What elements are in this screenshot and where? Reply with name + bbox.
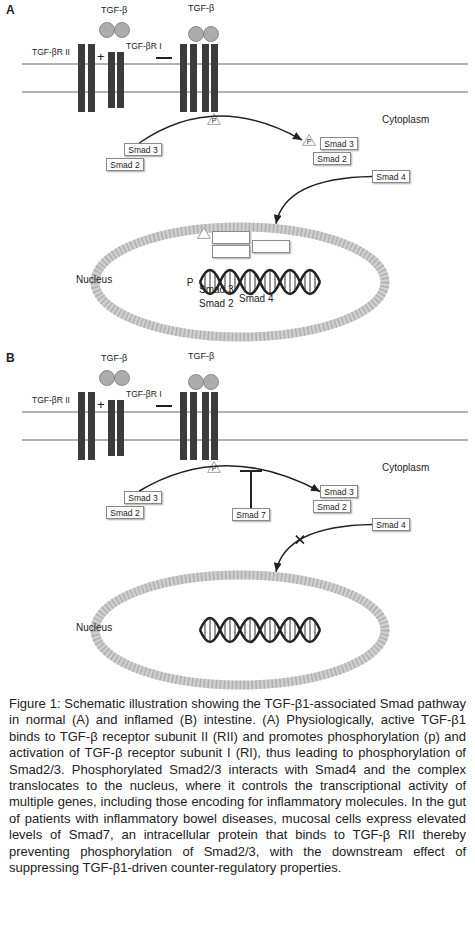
protein-box: Smad 3	[320, 137, 358, 150]
protein-box: Smad 3	[212, 231, 250, 244]
dna-helix	[200, 618, 320, 642]
protein-box: Smad 3	[124, 491, 162, 504]
triangle-shape	[208, 114, 221, 125]
nucleus-texture	[95, 575, 385, 685]
triangle-shape	[303, 135, 316, 146]
protein-box: Smad 2	[313, 152, 351, 165]
label-text: TGF-βR I	[126, 390, 162, 399]
node-text: P	[207, 117, 221, 125]
node-text: Smad 4	[376, 172, 405, 182]
connector-arrow	[276, 525, 372, 572]
protein-box: Smad 4	[372, 518, 410, 531]
protein-box: Smad 4	[252, 240, 290, 253]
label-text: TGF-β	[188, 352, 214, 362]
protein-box: Smad 2	[106, 158, 144, 171]
phospho-triangle: P	[302, 134, 316, 146]
node-text: Smad 7	[236, 510, 265, 520]
triangle-outline	[197, 227, 211, 239]
label-text: TGF-β	[101, 354, 127, 364]
label-text: Cytoplasm	[382, 462, 429, 473]
node-text: Nucleus	[76, 274, 112, 285]
label-text: A	[6, 4, 15, 17]
node-text: Smad 3	[324, 139, 353, 149]
label-text: B	[6, 352, 15, 365]
node-text: Smad 4	[376, 520, 405, 530]
node-text: Smad 2	[110, 508, 139, 518]
membrane-group	[22, 23, 468, 113]
dna-helix	[200, 270, 320, 294]
phospho-triangle: P	[197, 227, 211, 239]
nucleus-ring	[95, 227, 385, 337]
inhibition-stem	[250, 471, 252, 508]
node-text: Smad 3	[324, 487, 353, 497]
protein-box: Smad 2	[313, 500, 351, 513]
protein-box: Smad 3	[124, 143, 162, 156]
label-text: +	[97, 398, 105, 412]
protein-box: Smad 2	[106, 506, 144, 519]
block-cross	[296, 536, 304, 544]
nucleus-ring	[95, 575, 385, 685]
membrane-group	[22, 371, 468, 461]
node-text: Smad 3	[199, 284, 233, 295]
node-text: P	[207, 465, 221, 473]
protein-box: Smad 7	[232, 508, 270, 521]
protein-box: Smad 3	[320, 485, 358, 498]
node-text: Smad 3	[128, 145, 157, 155]
node-text: Smad 2	[317, 502, 346, 512]
node-text: P	[302, 138, 316, 146]
label-text: TGF-βR II	[32, 396, 70, 405]
phospho-triangle: P	[207, 113, 221, 125]
node-text: Smad 2	[110, 160, 139, 170]
protein-box: Smad 2	[212, 245, 250, 258]
node-text: Smad 4	[239, 293, 273, 304]
label-text: Cytoplasm	[382, 114, 429, 125]
label-text: TGF-β	[188, 4, 214, 14]
label-text: TGF-βR II	[32, 48, 70, 57]
triangle-shape	[208, 462, 221, 473]
figure-caption: Figure 1: Schematic illustration showing…	[9, 696, 466, 876]
node-text: Smad 2	[199, 298, 233, 309]
node-text: Nucleus	[76, 622, 112, 633]
connector-arrow	[139, 116, 302, 143]
protein-box: Smad 4	[372, 170, 410, 183]
node-text: Smad 2	[317, 154, 346, 164]
triangle-shape	[198, 228, 211, 239]
node-text: Smad 3	[128, 493, 157, 503]
label-text: +	[97, 50, 105, 64]
nucleus-ellipse: NucleusPSmad 3Smad 2Smad 4	[90, 222, 390, 342]
connector-arrow	[139, 466, 320, 492]
phospho-triangle: P	[207, 461, 221, 473]
label-text: TGF-βR I	[126, 42, 162, 51]
connector-arrow	[276, 177, 372, 224]
nucleus-outline	[90, 570, 390, 690]
label-text: TGF-β	[101, 6, 127, 16]
nucleus-ellipse: Nucleus	[90, 570, 390, 690]
nucleus-texture	[95, 227, 385, 337]
